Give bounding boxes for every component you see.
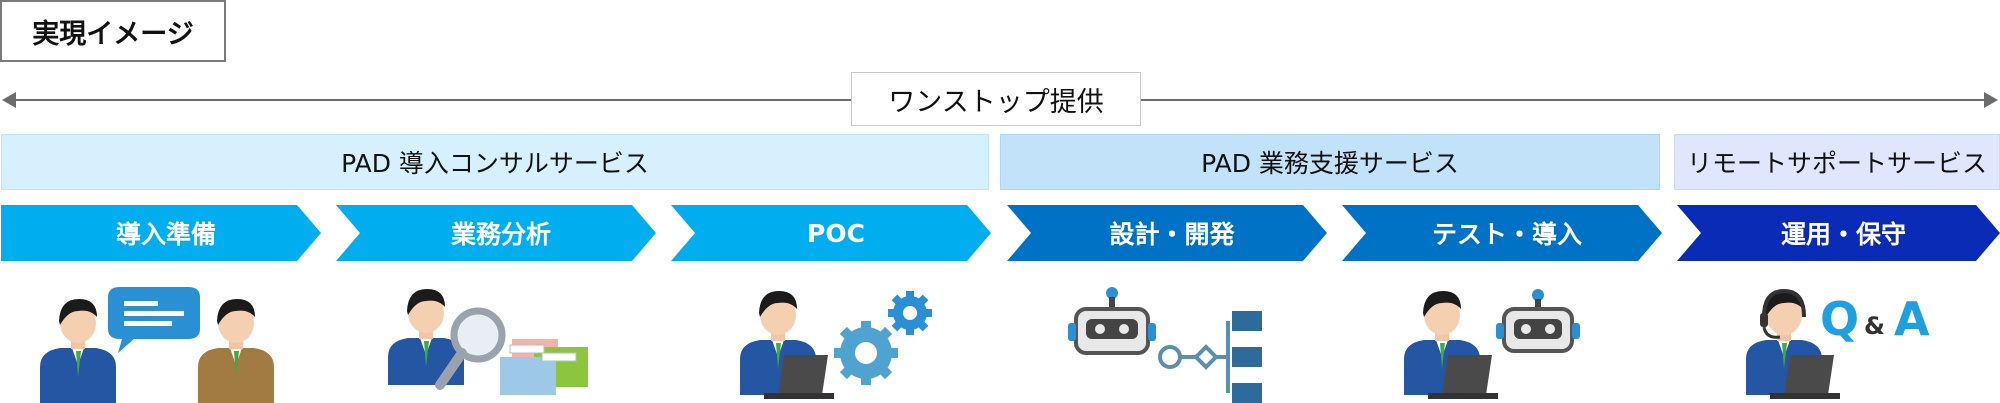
support-qa-icon [1740,285,1940,403]
poc-gears-icon [734,285,934,403]
qa-a-text: A [1894,292,1930,346]
service-band-support: PAD 業務支援サービス [1000,134,1660,190]
service-band-remote: リモートサポートサービス [1674,134,2000,190]
page-title: 実現イメージ [0,0,226,62]
onestop-label: ワンストップ提供 [851,72,1141,126]
step-operation: 運用・保守 [1677,205,2000,261]
step-preparation: 導入準備 [1,205,321,261]
robot-flow-icon [1062,285,1272,403]
step-analysis: 業務分析 [336,205,656,261]
step-test-deploy: テスト・導入 [1342,205,1662,261]
service-band-consulting: PAD 導入コンサルサービス [1,134,989,190]
qa-q-text: Q [1820,292,1860,346]
consultation-icon [30,285,290,403]
test-robot-icon [1398,285,1588,403]
step-design-dev: 設計・開発 [1007,205,1327,261]
analysis-icon [382,285,602,403]
step-poc: POC [671,205,991,261]
qa-amp-text: & [1864,312,1885,340]
